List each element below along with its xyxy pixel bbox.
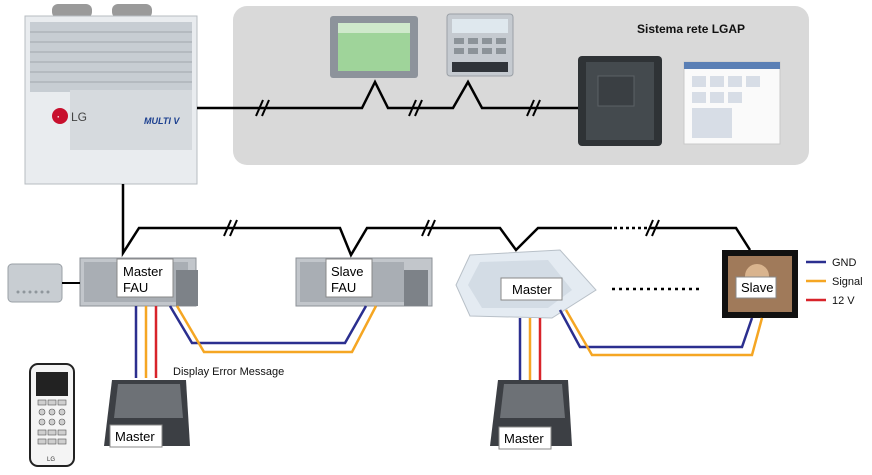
touch-controller — [330, 16, 418, 78]
lgap-gateway — [578, 56, 662, 146]
cassette-master-label: Master — [512, 282, 552, 297]
cassette-master-unit: Master — [455, 249, 597, 319]
error-message-note: Display Error Message — [173, 366, 284, 378]
lg-logo: · LG — [52, 108, 87, 124]
right-master-label: Master — [504, 431, 544, 446]
master-fau-line2: FAU — [123, 280, 148, 295]
svg-text:·: · — [57, 112, 60, 122]
legend-label-gnd: GND — [832, 257, 857, 269]
slave-fau-line1: Slave — [331, 264, 364, 279]
keypad-controller — [446, 13, 514, 77]
bus-wire-breaks — [223, 219, 660, 237]
network-wire — [197, 79, 585, 110]
legend-label-12v: 12 V — [832, 295, 855, 307]
legend-label-signal: Signal — [832, 276, 863, 288]
slave-fau-line2: FAU — [331, 280, 356, 295]
left-master-label: Master — [115, 429, 155, 444]
remote-brand: LG — [47, 457, 55, 463]
bus-dotted-gap — [612, 222, 650, 234]
frame-slave-label: Slave — [741, 280, 774, 295]
outdoor-unit: · LG MULTI V — [24, 4, 198, 185]
network-wire-breaks — [255, 99, 541, 117]
network-title: Sistema rete LGAP — [637, 22, 745, 36]
master-fau-unit: Master FAU — [79, 257, 198, 307]
left-master-controller: Master — [104, 380, 190, 448]
slave-fau-unit: Slave FAU — [295, 257, 433, 307]
wire-legend: GND Signal 12 V — [806, 257, 863, 307]
right-controller-wires — [518, 309, 764, 388]
outdoor-model: MULTI V — [144, 116, 180, 126]
frame-slave-unit: Slave — [722, 250, 798, 318]
side-module — [7, 263, 63, 303]
outdoor-brand: LG — [71, 110, 87, 124]
monitor-screen — [683, 61, 781, 145]
master-fau-line1: Master — [123, 264, 163, 279]
left-controller-wires — [134, 305, 378, 378]
indoor-bus-wire — [121, 184, 752, 258]
wireless-remote: LG — [29, 363, 75, 467]
right-master-controller: Master — [490, 380, 572, 450]
